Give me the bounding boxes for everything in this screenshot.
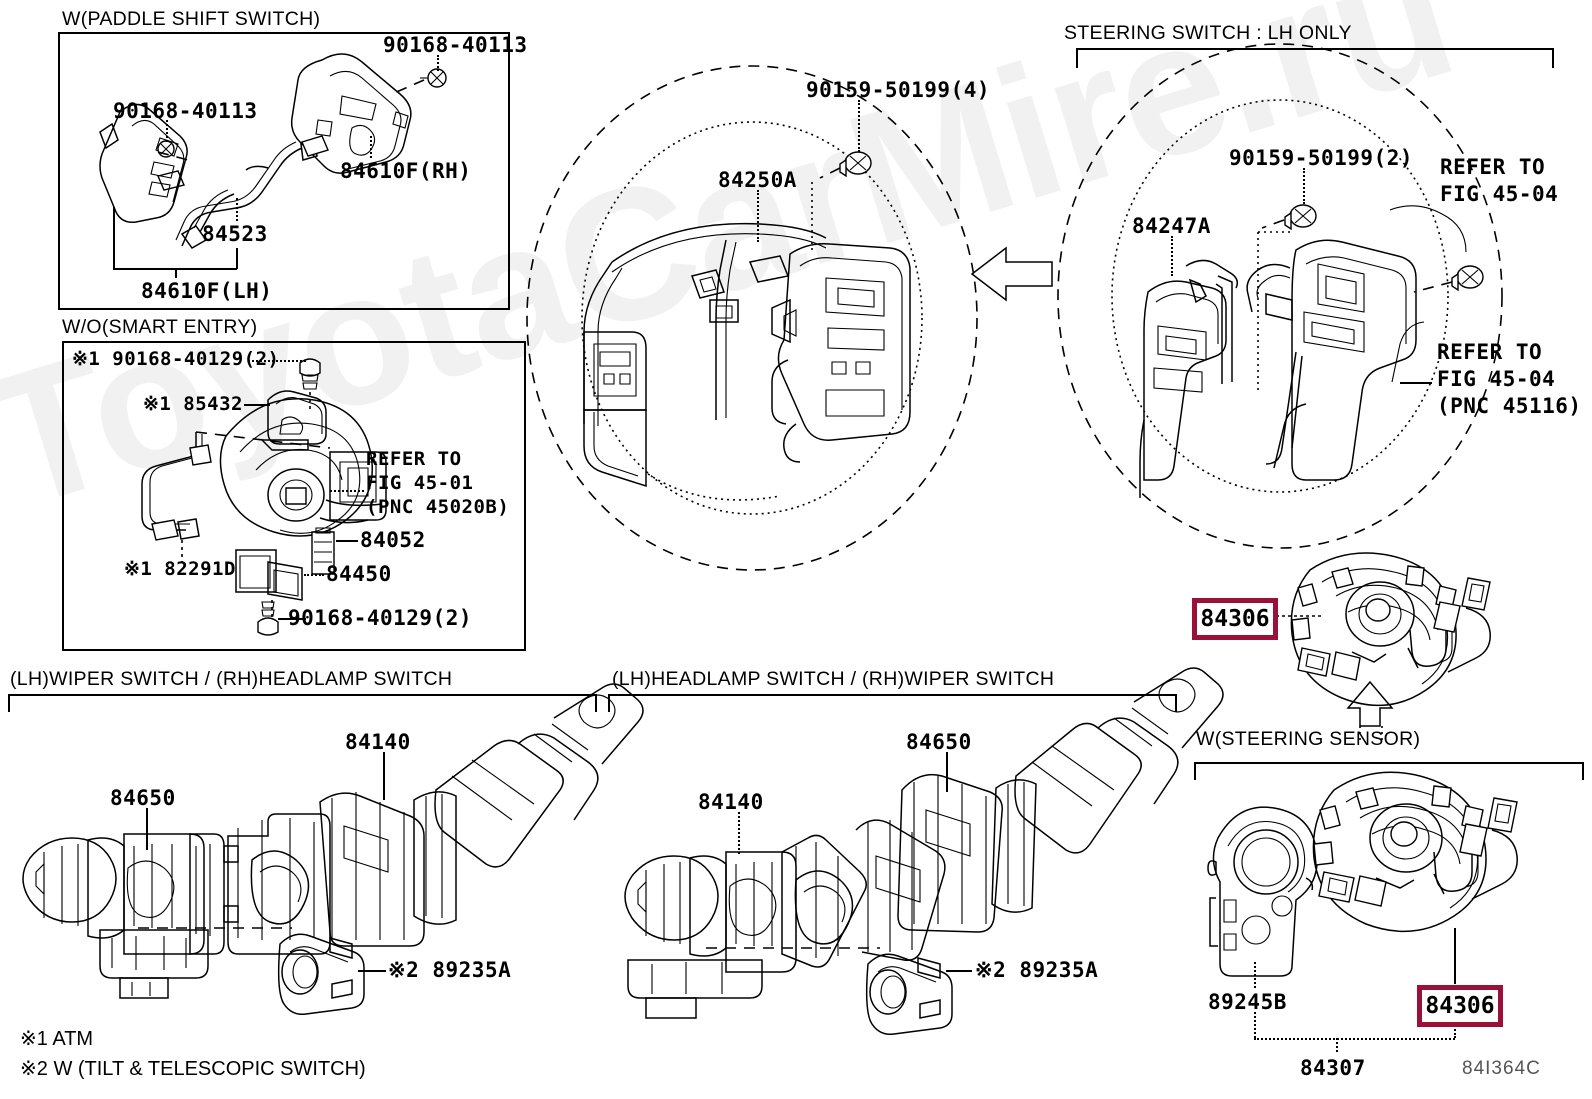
leader-84450 [304, 574, 324, 576]
panel-title-paddle-shift: W(PADDLE SHIFT SWITCH) [62, 8, 321, 30]
bracket-wiper-headlamp-left [8, 694, 597, 712]
panel-title-smart-entry: W/O(SMART ENTRY) [62, 316, 258, 338]
bracket-84307-right [1454, 1018, 1456, 1038]
leader-refer-4504-bot [1400, 382, 1432, 384]
bracket-lh-left [113, 207, 115, 269]
leader-screw-top [248, 360, 306, 362]
leader-85432 [244, 404, 270, 406]
leader-84247A [1171, 236, 1173, 276]
leader-refer-4501 [330, 490, 364, 492]
label-89245B: 89245B [1208, 990, 1287, 1014]
diagram-code: 84I364C [1462, 1058, 1541, 1079]
leader-84650-center [946, 752, 948, 792]
label-84523: 84523 [202, 222, 268, 246]
label-refer-4504-bot-l1: REFER TO [1437, 340, 1543, 364]
bracket-lh-stem [175, 268, 177, 278]
label-refer-4504-top-l2: FIG 45-04 [1440, 182, 1559, 206]
leader-84650-left [146, 808, 148, 850]
label-84610F-RH: 84610F(RH) [340, 159, 472, 183]
bracket-84307-bottom [1254, 1038, 1455, 1040]
leader-screw-rh [437, 55, 439, 71]
label-84307: 84307 [1300, 1056, 1366, 1080]
label-84450: 84450 [326, 562, 392, 586]
leader-84306-lower [1454, 928, 1456, 984]
panel-title-steering-sensor: W(STEERING SENSOR) [1196, 728, 1421, 750]
label-84052: 84052 [360, 528, 426, 552]
leader-89235A-left [358, 970, 386, 972]
label-84140-left: 84140 [345, 730, 411, 754]
label-84250A: 84250A [718, 168, 797, 192]
label-90159-50199-2: 90159-50199(2) [1229, 146, 1414, 170]
leader-84140-left [383, 752, 385, 800]
leader-89235A-center [946, 970, 972, 972]
leader-screw-bottom [278, 618, 306, 620]
leader-84523 [236, 198, 238, 221]
highlight-84306-lower: 84306 [1417, 985, 1503, 1027]
leader-84140-center [738, 812, 740, 854]
label-90168-40129-top: ※1 90168-40129(2) [72, 348, 280, 370]
label-refer-4501-line3: (PNC 45020B) [366, 496, 510, 518]
label-refer-4501-line1: REFER TO [366, 448, 462, 470]
bracket-lh-right [236, 248, 238, 269]
bracket-headlamp-wiper-center [608, 694, 1177, 712]
label-84650-center: 84650 [906, 730, 972, 754]
label-89235A-left: ※2 89235A [388, 958, 512, 982]
leader-89245B [1254, 962, 1256, 988]
bracket-steering-switch-lh [1076, 48, 1554, 68]
leader-84052 [336, 540, 358, 542]
leader-84610F-RH [370, 136, 372, 158]
panel-paddle-shift [58, 32, 510, 310]
label-refer-4501-line2: FIG 45-01 [366, 472, 474, 494]
label-84610F-LH: 84610F(LH) [141, 279, 273, 303]
leader-90159-50199-4 [858, 100, 860, 152]
panel-smart-entry [62, 341, 526, 651]
footnote-2: ※2 W (TILT & TELESCOPIC SWITCH) [20, 1058, 366, 1080]
highlight-84306-upper: 84306 [1192, 598, 1278, 640]
label-82291D: ※1 82291D [124, 558, 236, 580]
label-refer-4504-bot-l2: FIG 45-04 [1437, 367, 1556, 391]
bracket-steering-sensor [1194, 762, 1584, 780]
label-refer-4504-bot-l3: (PNC 45116) [1437, 394, 1582, 418]
panel-title-steering-switch-lh: STEERING SWITCH : LH ONLY [1064, 22, 1352, 44]
footnote-1: ※1 ATM [20, 1028, 94, 1050]
label-90168-40113-lh: 90168-40113 [113, 99, 258, 123]
label-refer-4504-top-l1: REFER TO [1440, 155, 1546, 179]
panel-title-wiper-headlamp-left: (LH)WIPER SWITCH / (RH)HEADLAMP SWITCH [10, 668, 453, 690]
bracket-84307-stem [1336, 1038, 1338, 1052]
leader-84250A [757, 190, 759, 242]
label-90168-40129-bottom: 90168-40129(2) [288, 606, 473, 630]
label-90159-50199-4: 90159-50199(4) [806, 78, 991, 102]
leader-90159-50199-2 [1303, 168, 1305, 204]
bracket-84307-left [1254, 1012, 1256, 1038]
label-84247A: 84247A [1132, 214, 1211, 238]
panel-title-headlamp-wiper-center: (LH)HEADLAMP SWITCH / (RH)WIPER SWITCH [612, 668, 1055, 690]
label-84650-left: 84650 [110, 786, 176, 810]
label-85432: ※1 85432 [143, 393, 243, 415]
label-89235A-center: ※2 89235A [975, 958, 1099, 982]
label-84140-center: 84140 [698, 790, 764, 814]
leader-screw-lh [166, 120, 168, 142]
label-90168-40113-rh: 90168-40113 [383, 33, 528, 57]
